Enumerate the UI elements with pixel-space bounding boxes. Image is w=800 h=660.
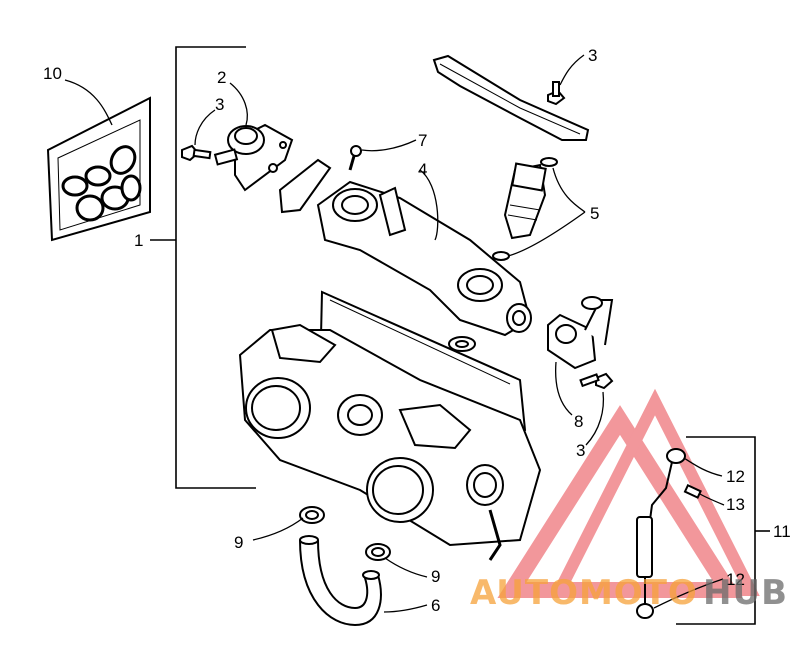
sensor-lead-11 <box>636 448 702 619</box>
bolt-3a <box>181 144 212 162</box>
bracket-11 <box>676 436 770 625</box>
throttle-body <box>238 290 542 561</box>
callout-11: 11 <box>773 522 791 541</box>
watermark-word-automoto: AUTOMOTO <box>470 573 698 613</box>
bolt-3b <box>547 81 566 106</box>
callout-3-bracket-bolt: 3 <box>588 46 597 65</box>
callout-6: 6 <box>431 596 440 615</box>
fuel-rail-4 <box>278 158 532 352</box>
callout-12-upper: 12 <box>726 467 745 486</box>
callout-4: 4 <box>418 160 427 179</box>
fuel-injector-5 <box>492 157 558 261</box>
callout-3-regulator-bolt: 3 <box>215 95 224 114</box>
callout-10: 10 <box>43 64 62 83</box>
watermark-logo <box>497 388 760 598</box>
callout-9-upper: 9 <box>234 533 243 552</box>
callout-3-actuator-bolt: 3 <box>576 441 585 460</box>
callout-8: 8 <box>574 412 583 431</box>
hose-clamp-9a <box>299 506 325 524</box>
hose-6 <box>299 535 382 627</box>
bracket-1 <box>150 46 256 489</box>
hose-clamp-9b <box>365 543 391 561</box>
callout-7: 7 <box>418 131 427 150</box>
callout-labels: 10 2 3 3 7 4 5 1 8 3 12 13 11 12 9 9 6 <box>43 46 791 615</box>
callout-9-lower: 9 <box>431 567 440 586</box>
screw-7 <box>348 145 362 171</box>
bolt-3c <box>579 372 614 390</box>
callout-12-lower: 12 <box>726 570 745 589</box>
mounting-bracket <box>432 54 590 141</box>
idle-actuator-8 <box>547 296 614 370</box>
callout-2: 2 <box>217 68 226 87</box>
watermark-text: AUTOMOTO HUB <box>470 573 788 613</box>
callout-5: 5 <box>590 204 599 223</box>
gasket-kit-10 <box>46 96 151 242</box>
leader-lines <box>64 54 725 613</box>
callout-13: 13 <box>726 495 745 514</box>
callout-1: 1 <box>134 231 143 250</box>
pressure-regulator-2 <box>213 123 294 192</box>
watermark-word-hub: HUB <box>703 573 788 613</box>
